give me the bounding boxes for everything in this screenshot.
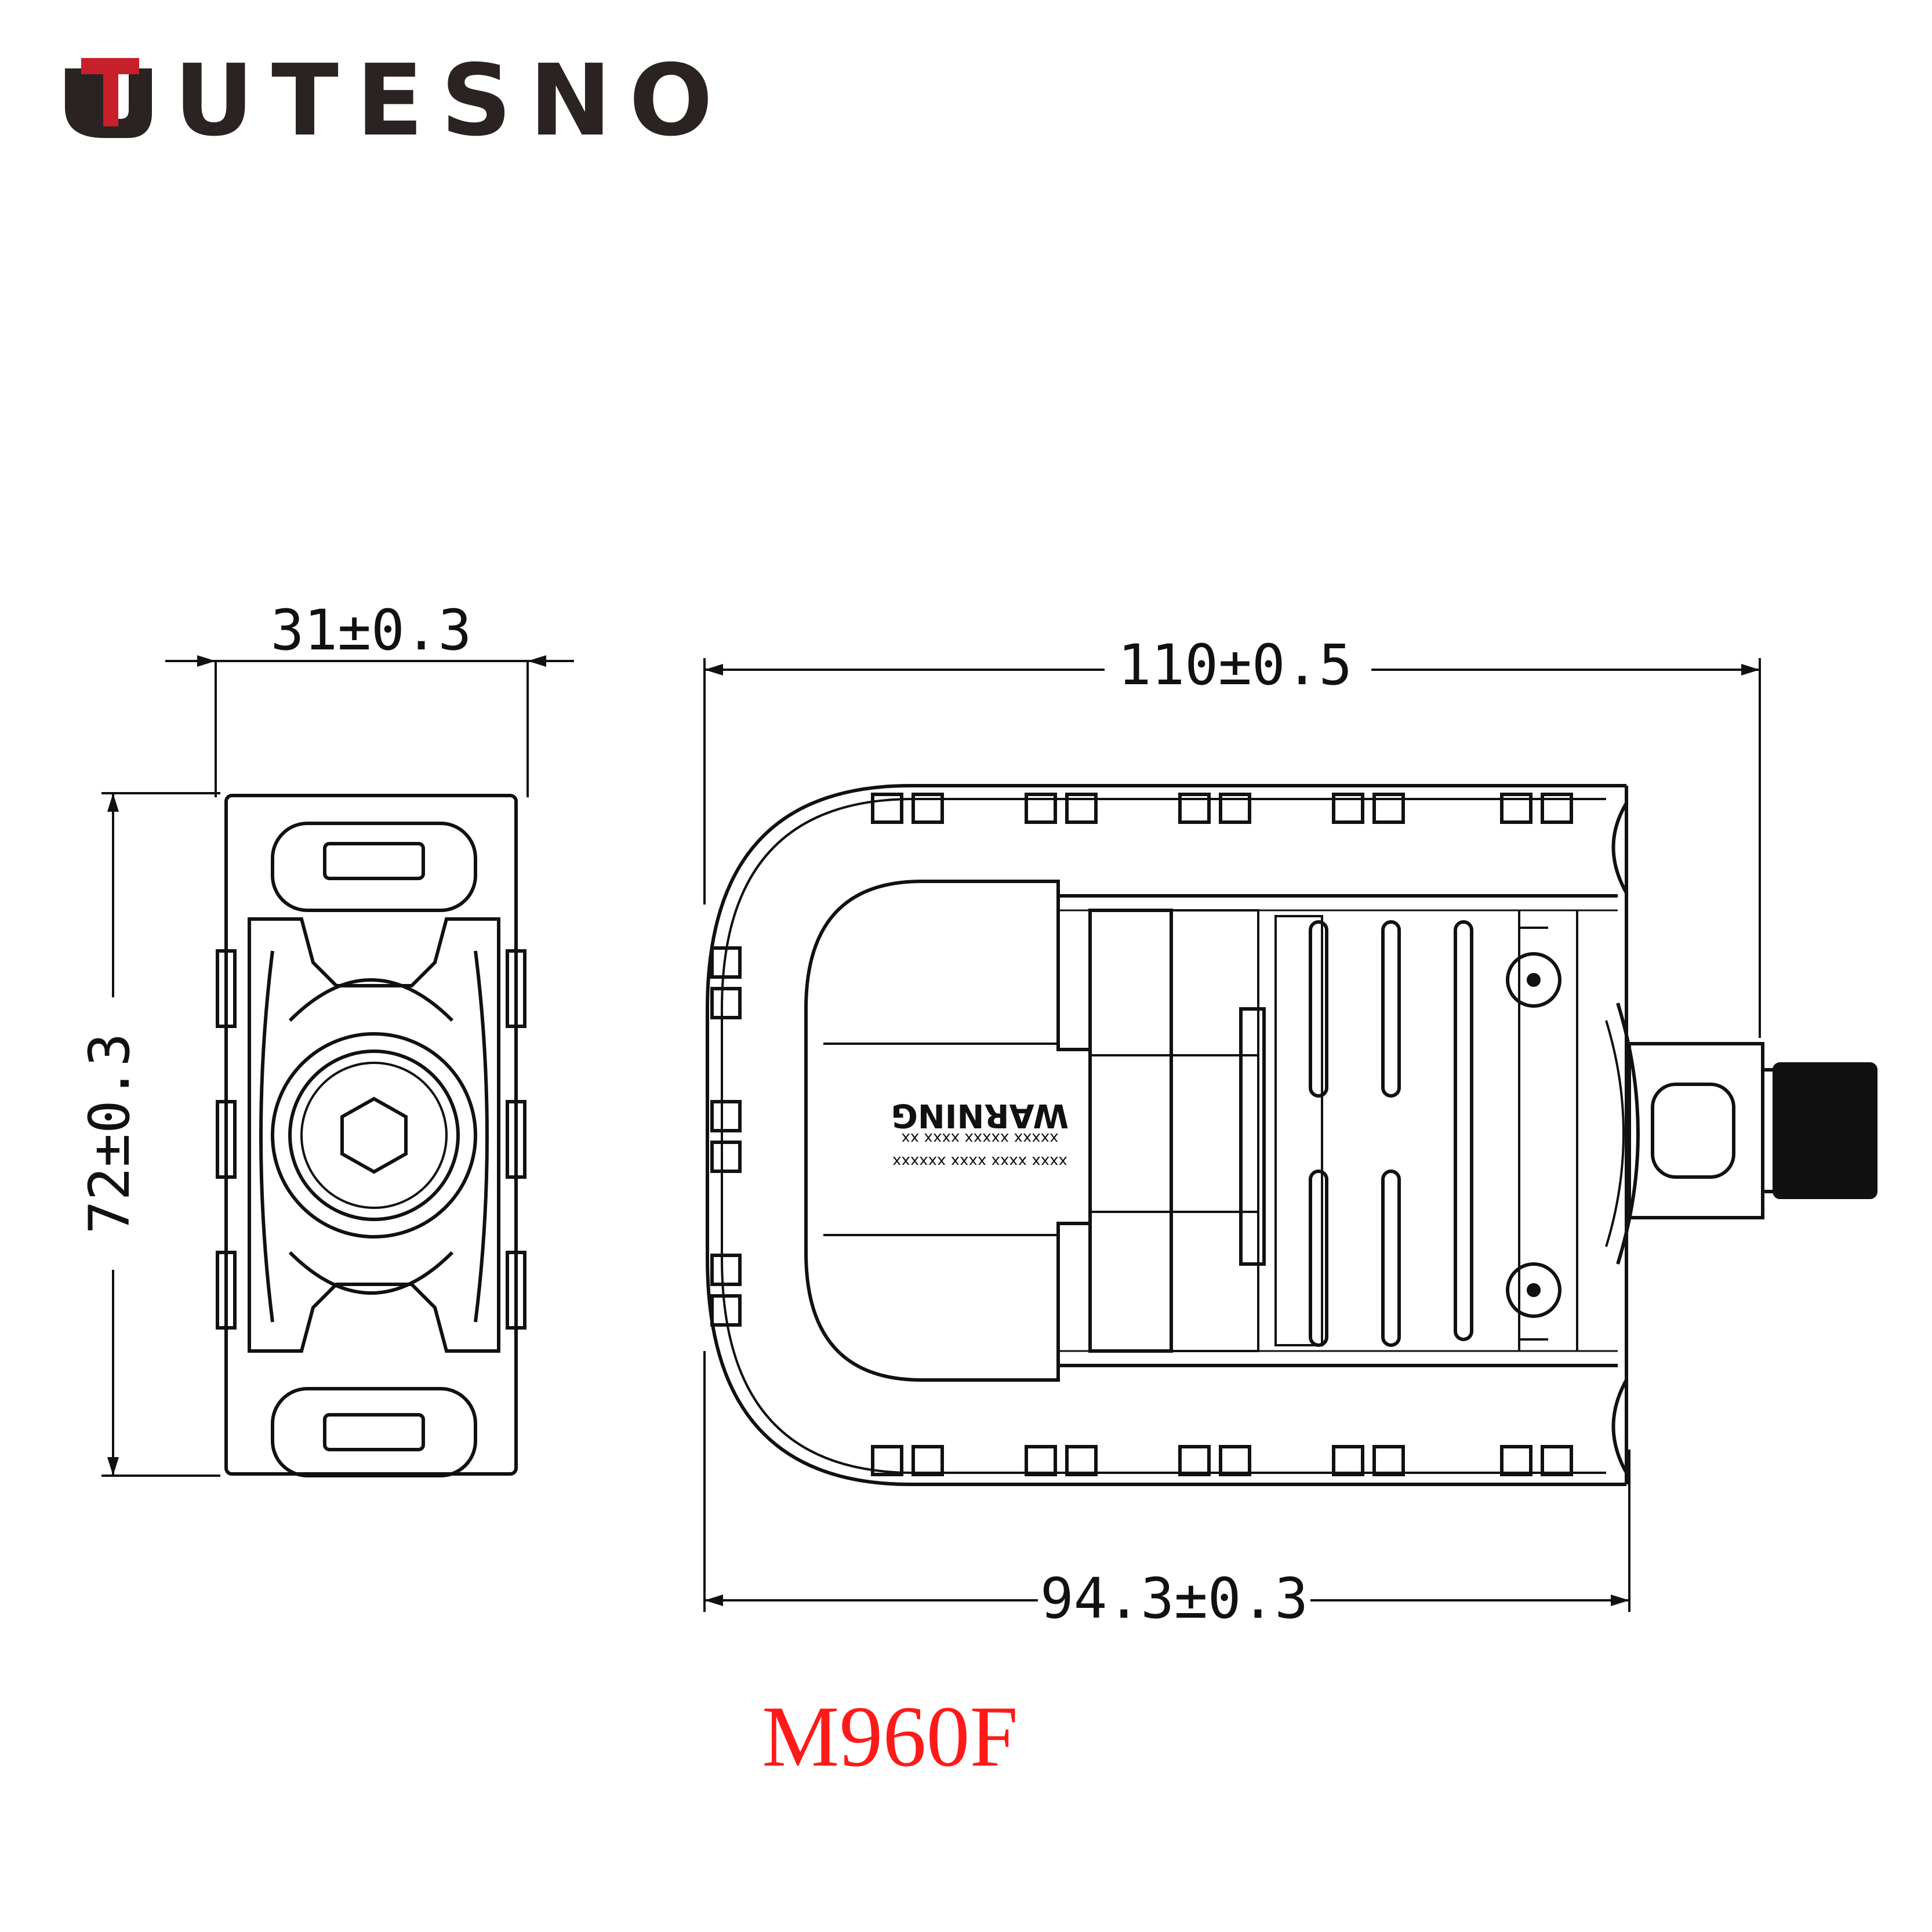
pedal-spindle: [1628, 1042, 1877, 1219]
brand-logo: UTESNO: [65, 43, 730, 158]
dimension-body-length: 94.3±0.3: [703, 1351, 1630, 1631]
bolt-bottom: [1506, 1262, 1561, 1318]
brand-name: UTESNO: [174, 43, 730, 158]
stylized-u-logo-icon: [65, 58, 152, 138]
warning-heading: WARNING: [891, 1096, 1069, 1134]
left-cleat-column: [710, 946, 742, 1327]
folding-platform: [804, 880, 1092, 1382]
dimension-label-overall-length: 110±0.5: [1118, 633, 1353, 698]
bolt-top: [1506, 952, 1561, 1008]
warning-line-2: xxxxx xxxxx xxxx xx: [902, 1130, 1059, 1147]
dimension-width-side: 31±0.3: [165, 598, 574, 797]
dimension-label-height: 72±0.3: [77, 1033, 142, 1234]
model-label: M960F: [762, 1688, 1018, 1785]
bottom-cleat-row: [871, 1445, 1573, 1476]
side-body-outline: [224, 794, 518, 1476]
side-view: 31±0.3 72±0.3: [77, 598, 574, 1477]
top-cleat-row: [871, 793, 1573, 824]
top-view: 110±0.5 94.3±0.3: [703, 633, 1877, 1631]
warning-line-1: xxxx xxxx xxxx xxxxxx: [892, 1153, 1067, 1170]
dimension-height-side: 72±0.3: [77, 792, 220, 1477]
dimension-overall-length: 110±0.5: [703, 633, 1761, 1038]
axle-bearing-outer: [271, 1032, 477, 1239]
warning-engraving: WARNING xxxx xxxx xxxx xxxxxx xxxxx xxxx…: [891, 1096, 1069, 1170]
hex-socket-icon: [340, 1096, 408, 1174]
dimension-label-body-length: 94.3±0.3: [1040, 1566, 1308, 1631]
dimension-label-width: 31±0.3: [271, 598, 472, 663]
pedal-frame-outline: [706, 784, 1626, 1486]
